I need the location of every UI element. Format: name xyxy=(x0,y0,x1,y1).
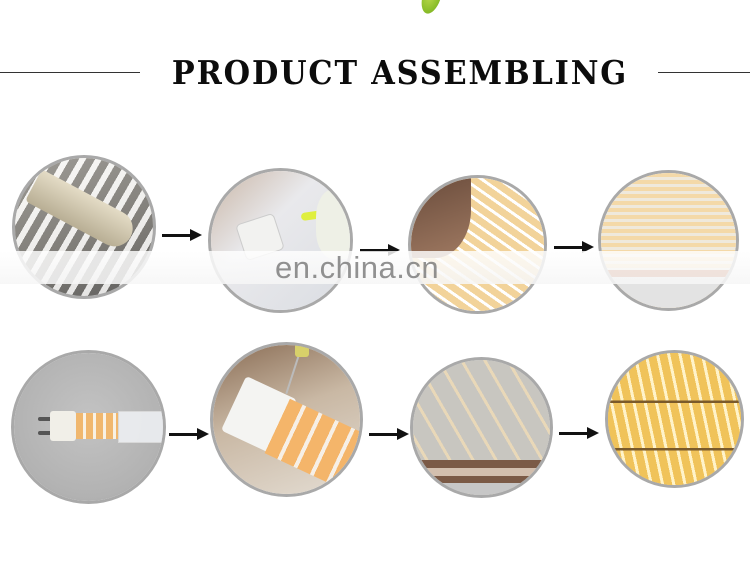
led-board-attach-image xyxy=(411,178,544,311)
aging-rack-image xyxy=(413,360,550,495)
step-8-photo xyxy=(605,350,744,488)
title-divider-right xyxy=(658,72,750,73)
arrow-right-icon xyxy=(162,229,202,241)
glue-application-image xyxy=(211,171,350,310)
step-6-photo xyxy=(210,342,363,497)
arrow-right-icon xyxy=(554,241,594,253)
step-2-photo xyxy=(208,168,353,313)
watermark-band xyxy=(0,251,750,284)
circuit-boards-image xyxy=(601,173,736,308)
arrow-right-icon xyxy=(169,428,209,440)
arrow-right-icon xyxy=(369,428,409,440)
section-header: PRODUCT ASSEMBLING xyxy=(0,55,750,91)
title-divider-left xyxy=(0,72,140,73)
burn-in-test-image xyxy=(608,353,741,485)
assembled-bulb-image xyxy=(14,353,163,501)
page-title: PRODUCT ASSEMBLING xyxy=(171,53,629,92)
step-3-photo xyxy=(408,175,547,314)
glue-dispensing-image xyxy=(213,345,360,494)
arrow-right-icon xyxy=(559,427,599,439)
watermark-text: en.china.cn xyxy=(275,250,440,285)
step-7-photo xyxy=(410,357,553,498)
step-4-photo xyxy=(598,170,739,311)
leaf-icon xyxy=(417,0,443,17)
step-5-photo xyxy=(11,350,166,504)
